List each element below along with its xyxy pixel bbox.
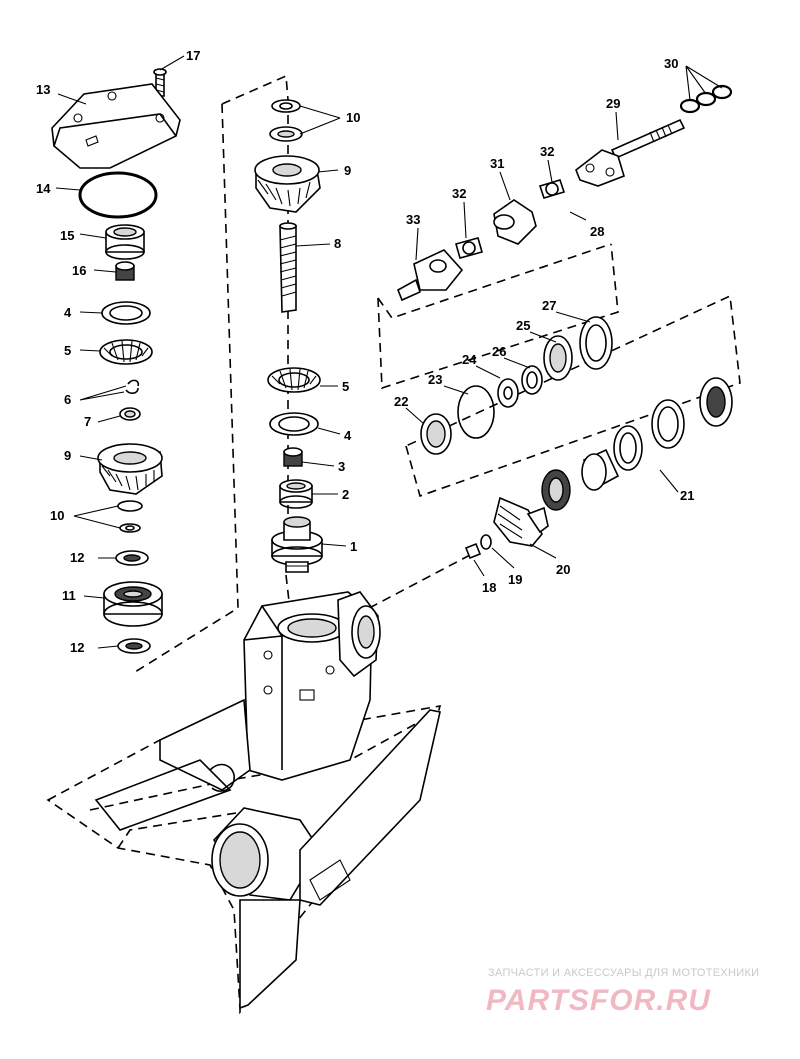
callout-8: 8 xyxy=(334,236,341,251)
callout-9-center: 9 xyxy=(344,163,351,178)
callout-29: 29 xyxy=(606,96,620,111)
callout-17: 17 xyxy=(186,48,200,63)
callout-18: 18 xyxy=(482,580,496,595)
right-bearing-group xyxy=(420,316,733,560)
callout-10-left: 10 xyxy=(50,508,64,523)
callout-7: 7 xyxy=(84,414,91,429)
callout-32-upper: 32 xyxy=(540,144,554,159)
callout-25: 25 xyxy=(516,318,530,333)
callout-26: 26 xyxy=(492,344,506,359)
callout-12-lower: 12 xyxy=(70,640,84,655)
callout-32-lower: 32 xyxy=(452,186,466,201)
callout-21: 21 xyxy=(680,488,694,503)
callout-16: 16 xyxy=(72,263,86,278)
callout-15: 15 xyxy=(60,228,74,243)
callout-20: 20 xyxy=(556,562,570,577)
callout-22: 22 xyxy=(394,394,408,409)
watermark-logo: PARTSFOR.RU xyxy=(486,984,711,1017)
callout-11: 11 xyxy=(62,588,76,603)
center-stack-parts xyxy=(254,99,323,573)
callout-31: 31 xyxy=(490,156,504,171)
callout-30: 30 xyxy=(664,56,678,71)
callout-28: 28 xyxy=(590,224,604,239)
callout-5-center: 5 xyxy=(342,379,349,394)
callout-27: 27 xyxy=(542,298,556,313)
callout-labels: 17 13 14 15 16 4 5 6 7 9 10 12 11 12 10 … xyxy=(36,48,694,655)
callout-23: 23 xyxy=(428,372,442,387)
callout-2: 2 xyxy=(342,487,349,502)
callout-6: 6 xyxy=(64,392,71,407)
callout-1: 1 xyxy=(350,539,357,554)
callout-4-left: 4 xyxy=(64,305,72,320)
callout-14: 14 xyxy=(36,181,51,196)
watermark-tagline: ЗАПЧАСТИ И АКСЕССУАРЫ ДЛЯ МОТОТЕХНИКИ xyxy=(488,967,759,979)
callout-13: 13 xyxy=(36,82,50,97)
callout-19: 19 xyxy=(508,572,522,587)
drive-shaft-parts xyxy=(396,84,733,302)
callout-10-center: 10 xyxy=(346,110,360,125)
callout-5-left: 5 xyxy=(64,343,71,358)
leader-lines xyxy=(55,55,723,649)
callout-24: 24 xyxy=(462,352,477,367)
callout-33: 33 xyxy=(406,212,420,227)
gear-housing xyxy=(46,591,442,1015)
callout-4-center: 4 xyxy=(344,428,352,443)
callout-12-upper: 12 xyxy=(70,550,84,565)
left-stack-parts xyxy=(51,68,181,654)
callout-9-left: 9 xyxy=(64,448,71,463)
watermark: ЗАПЧАСТИ И АКСЕССУАРЫ ДЛЯ МОТОТЕХНИКИ PA… xyxy=(486,967,759,1017)
callout-3: 3 xyxy=(338,459,345,474)
